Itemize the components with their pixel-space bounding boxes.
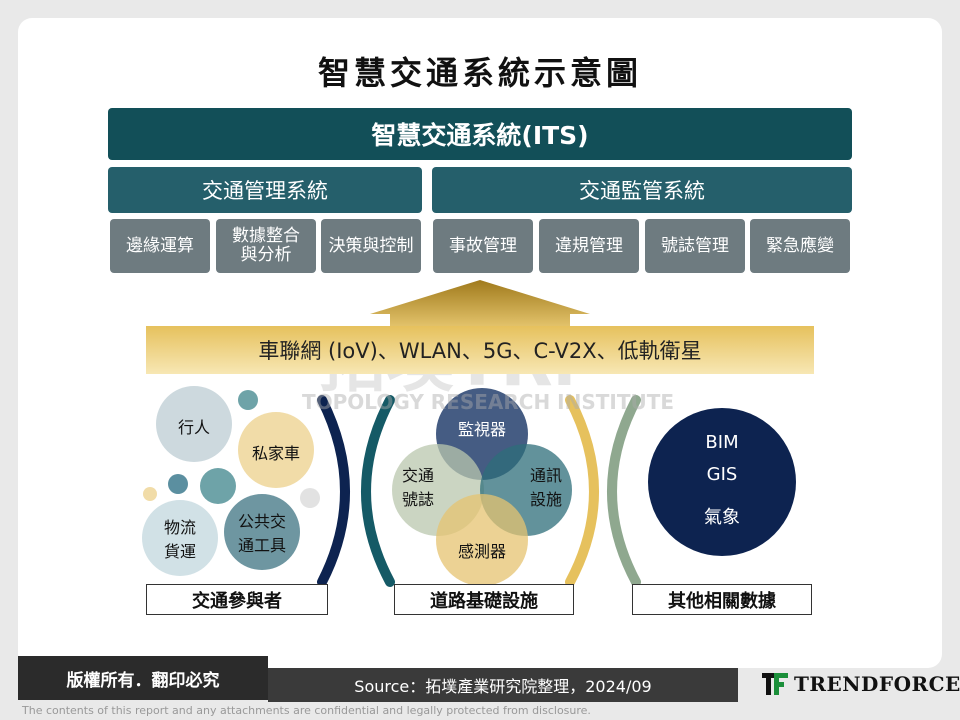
bubble-logistics xyxy=(142,500,218,576)
label-other-data: 其他相關數據 xyxy=(632,584,812,615)
participant-private-car: 私家車 xyxy=(251,444,300,463)
small-dot-4 xyxy=(143,487,157,501)
traffic-management-system: 交通管理系統 xyxy=(108,167,422,213)
infra-camera: 監視器 xyxy=(457,420,506,439)
traffic-supervision-system: 交通監管系統 xyxy=(432,167,852,213)
sub-data-integration: 數據整合 與分析 xyxy=(216,219,316,273)
small-dot-3 xyxy=(200,468,236,504)
watermark-subtitle: TOPOLOGY RESEARCH INSTITUTE xyxy=(302,390,675,414)
small-dot-2 xyxy=(168,474,188,494)
trendforce-logo: TRENDFORCE xyxy=(760,664,960,704)
other-weather: 氣象 xyxy=(704,507,740,528)
sub-edge-computing: 邊緣運算 xyxy=(110,219,210,273)
infra-communication: 通訊 設施 xyxy=(529,466,562,509)
disclaimer: The contents of this report and any atta… xyxy=(22,704,591,717)
its-banner: 智慧交通系統(ITS) xyxy=(108,108,852,160)
arc-participants xyxy=(317,395,350,587)
network-banner: 車聯網 (IoV)、WLAN、5G、C-V2X、低軌衛星 xyxy=(146,326,814,374)
infra-signal: 交通 號誌 xyxy=(401,466,434,509)
other-data-circle xyxy=(648,408,796,556)
arc-infra-left xyxy=(361,395,395,587)
bubble-private-car xyxy=(238,412,314,488)
sub-decision-control: 決策與控制 xyxy=(321,219,421,273)
small-dot-1 xyxy=(238,390,258,410)
copyright-banner: 版權所有．翻印必究 xyxy=(18,656,268,700)
participant-logistics: 物流 貨運 xyxy=(163,518,196,561)
sub-violation-management: 違規管理 xyxy=(539,219,639,273)
trendforce-wordmark: TRENDFORCE xyxy=(794,672,960,696)
bubble-public-transport xyxy=(224,494,300,570)
infra-sensor: 感測器 xyxy=(457,542,506,561)
source-note: Source：拓墣產業研究院整理，2024/09 xyxy=(268,668,738,702)
arc-infra-right xyxy=(565,395,599,587)
sub-signal-management: 號誌管理 xyxy=(645,219,745,273)
venn-sensor xyxy=(436,494,528,586)
label-infrastructure: 道路基礎設施 xyxy=(394,584,574,615)
page-title: 智慧交通系統示意圖 xyxy=(317,54,642,92)
sub-emergency-response: 緊急應變 xyxy=(750,219,850,273)
arc-other xyxy=(607,395,641,587)
participant-pedestrian: 行人 xyxy=(177,418,210,437)
other-bim: BIM xyxy=(705,432,739,453)
label-participants: 交通參與者 xyxy=(146,584,328,615)
up-arrow xyxy=(370,280,590,326)
sub-incident-management: 事故管理 xyxy=(433,219,533,273)
bubble-pedestrian xyxy=(156,386,232,462)
participant-public-transport: 公共交 通工具 xyxy=(237,512,286,555)
trendforce-mark-icon xyxy=(762,673,788,695)
small-dot-5 xyxy=(300,488,320,508)
other-gis: GIS xyxy=(706,464,738,485)
